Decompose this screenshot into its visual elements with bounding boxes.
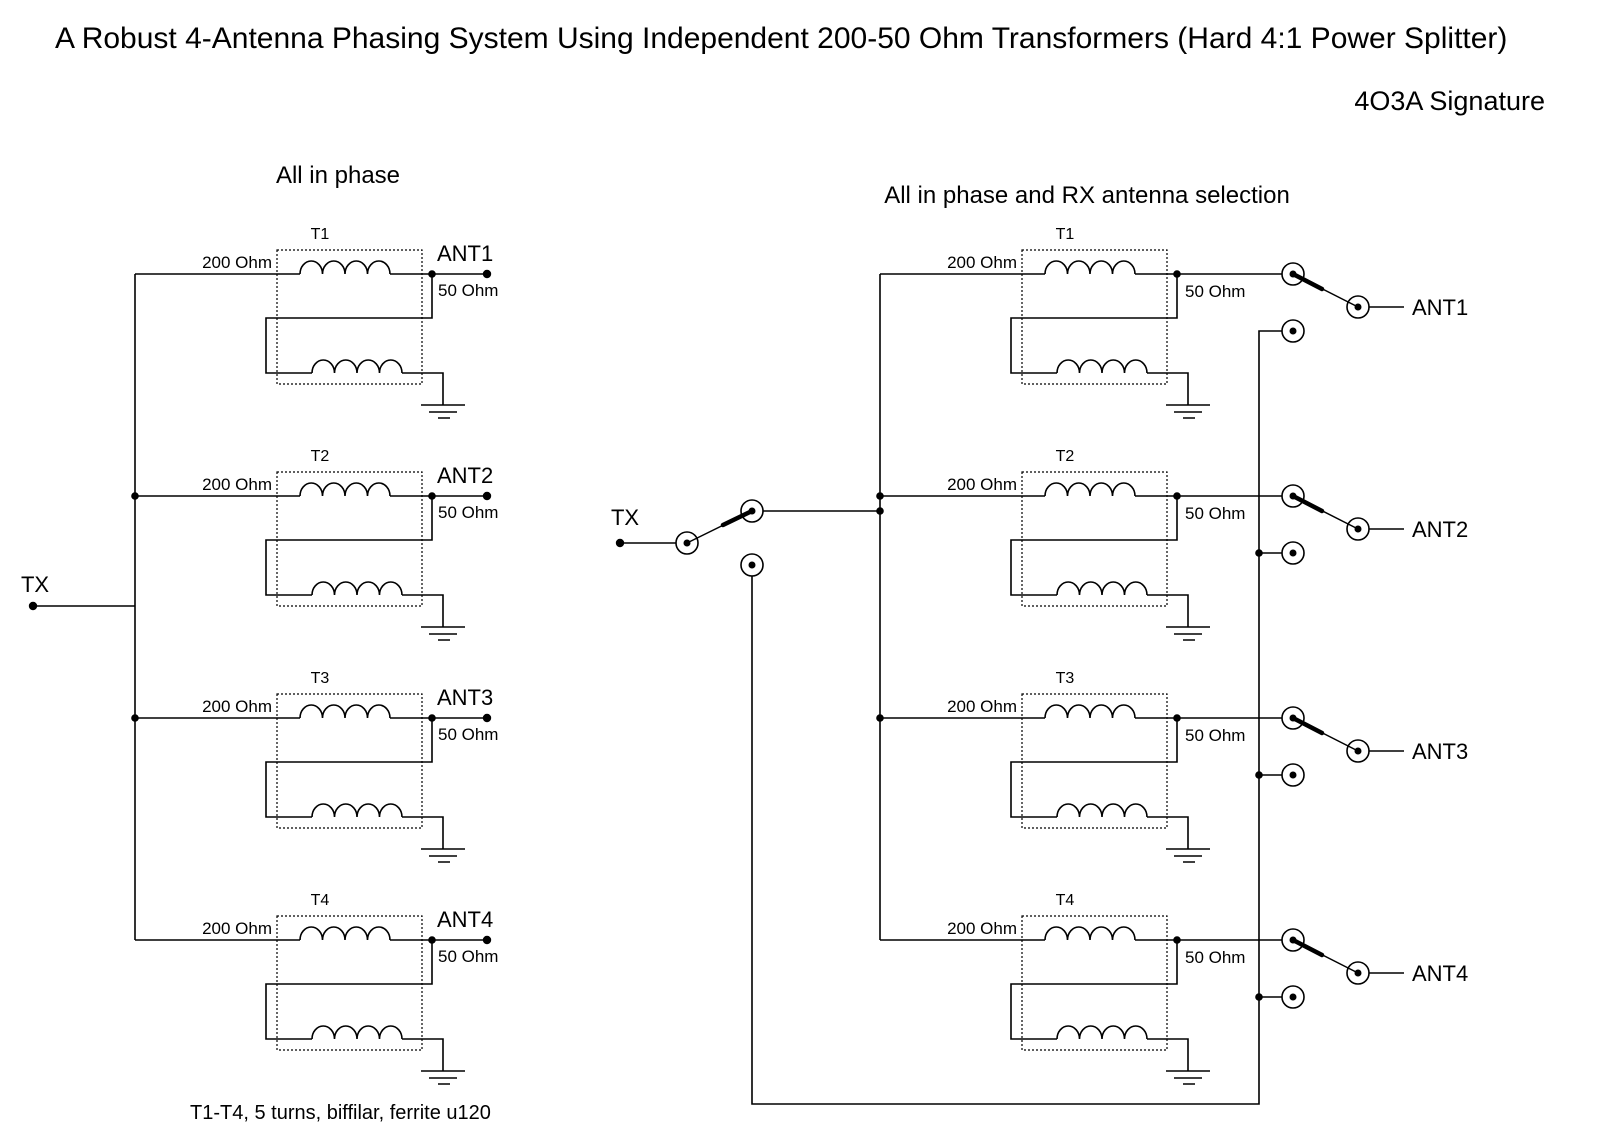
right-transformer-stage-1: T1 200 Ohm 50 Ohm ANT1 — [879, 226, 1468, 419]
switch-tx-contact — [1281, 706, 1305, 730]
page-title: A Robust 4-Antenna Phasing System Using … — [55, 22, 1507, 55]
secondary-impedance-label: 50 Ohm — [438, 947, 498, 966]
antenna-label: ANT2 — [437, 463, 493, 488]
switch-pole-contact — [675, 531, 699, 555]
tx-label: TX — [611, 505, 639, 530]
left-circuit: All in phase TX T1 200 Ohm ANT1 50 Ohm T… — [21, 162, 499, 1124]
tx-mode-switch — [675, 499, 764, 577]
left-transformer-stage-1: T1 200 Ohm ANT1 50 Ohm — [134, 226, 498, 419]
left-transformer-stage-2: T2 200 Ohm ANT2 50 Ohm — [134, 448, 498, 641]
contact-dot — [1354, 969, 1362, 977]
right-circuit-heading: All in phase and RX antenna selection — [884, 182, 1290, 209]
primary-impedance-label: 200 Ohm — [947, 253, 1017, 272]
contact-dot — [1289, 327, 1297, 335]
contact-dot — [748, 507, 756, 515]
transformer-symbol — [134, 249, 466, 419]
switch-blade — [1290, 493, 1325, 514]
switch-blade — [1290, 271, 1325, 292]
contact-dot — [1289, 714, 1297, 722]
antenna-label: ANT3 — [1412, 739, 1468, 764]
winding-note: T1-T4, 5 turns, biffilar, ferrite u120 — [190, 1102, 491, 1124]
primary-impedance-label: 200 Ohm — [947, 919, 1017, 938]
secondary-impedance-label: 50 Ohm — [438, 281, 498, 300]
switch-rx-contact — [1281, 319, 1305, 343]
antenna-selector-switch — [1259, 484, 1404, 565]
switch-blade — [720, 508, 755, 528]
transformer-name: T2 — [311, 448, 330, 465]
antenna-terminal-dot — [482, 935, 492, 945]
switch-tx-contact — [1281, 928, 1305, 952]
secondary-impedance-label: 50 Ohm — [438, 503, 498, 522]
left-transformer-stage-4: T4 200 Ohm ANT4 50 Ohm — [134, 892, 498, 1085]
transformer-name: T2 — [1056, 448, 1075, 465]
secondary-impedance-label: 50 Ohm — [1185, 948, 1245, 967]
transformer-name: T1 — [1056, 226, 1075, 243]
secondary-impedance-label: 50 Ohm — [1185, 726, 1245, 745]
tx-label: TX — [21, 572, 49, 597]
primary-impedance-label: 200 Ohm — [947, 475, 1017, 494]
secondary-impedance-label: 50 Ohm — [438, 725, 498, 744]
primary-impedance-label: 200 Ohm — [202, 253, 272, 272]
contact-dot — [1354, 303, 1362, 311]
primary-impedance-label: 200 Ohm — [202, 697, 272, 716]
antenna-terminal-dot — [482, 269, 492, 279]
contact-dot — [1289, 771, 1297, 779]
transformer-symbol — [879, 249, 1211, 419]
right-circuit: All in phase and RX antenna selection TX — [611, 182, 1468, 1105]
antenna-selector-switch — [1259, 706, 1404, 787]
secondary-impedance-label: 50 Ohm — [1185, 282, 1245, 301]
contact-dot — [1354, 747, 1362, 755]
transformer-symbol — [134, 915, 466, 1085]
secondary-impedance-label: 50 Ohm — [1185, 504, 1245, 523]
switch-tx-contact — [1281, 484, 1305, 508]
contact-dot — [1289, 549, 1297, 557]
primary-impedance-label: 200 Ohm — [202, 475, 272, 494]
contact-dot — [1354, 525, 1362, 533]
right-transformer-stage-4: T4 200 Ohm 50 Ohm ANT4 — [879, 892, 1468, 1085]
contact-dot — [683, 539, 691, 547]
transformer-symbol — [879, 915, 1211, 1085]
left-transformer-stage-3: T3 200 Ohm ANT3 50 Ohm — [134, 670, 498, 863]
transformer-name: T3 — [311, 670, 330, 687]
switch-blade — [1290, 715, 1325, 736]
antenna-label: ANT3 — [437, 685, 493, 710]
antenna-label: ANT4 — [1412, 961, 1468, 986]
contact-dot — [748, 561, 756, 569]
switch-tx-contact — [1281, 262, 1305, 286]
right-transformer-stage-3: T3 200 Ohm 50 Ohm ANT3 — [879, 670, 1468, 863]
contact-dot — [1289, 993, 1297, 1001]
transformer-name: T1 — [311, 226, 330, 243]
antenna-label: ANT1 — [1412, 295, 1468, 320]
antenna-terminal-dot — [482, 491, 492, 501]
junction-dot — [876, 507, 884, 515]
left-circuit-heading: All in phase — [276, 162, 400, 189]
right-transformer-stage-2: T2 200 Ohm 50 Ohm ANT2 — [879, 448, 1468, 641]
transformer-name: T3 — [1056, 670, 1075, 687]
transformer-symbol — [879, 693, 1211, 863]
contact-dot — [1289, 492, 1297, 500]
transformer-name: T4 — [1056, 892, 1075, 909]
contact-dot — [1289, 270, 1297, 278]
switch-blade — [1290, 937, 1325, 958]
antenna-terminal-dot — [482, 713, 492, 723]
transformer-symbol — [134, 693, 466, 863]
antenna-selector-switch — [1281, 262, 1404, 343]
antenna-label: ANT1 — [437, 241, 493, 266]
primary-impedance-label: 200 Ohm — [947, 697, 1017, 716]
contact-dot — [1289, 936, 1297, 944]
antenna-label: ANT2 — [1412, 517, 1468, 542]
transformer-name: T4 — [311, 892, 330, 909]
signature-text: 4O3A Signature — [1354, 86, 1545, 116]
transformer-symbol — [134, 471, 466, 641]
rx-selection-bus-wire — [751, 330, 1282, 1105]
antenna-label: ANT4 — [437, 907, 493, 932]
transformer-symbol — [879, 471, 1211, 641]
primary-impedance-label: 200 Ohm — [202, 919, 272, 938]
antenna-selector-switch — [1259, 928, 1404, 1009]
